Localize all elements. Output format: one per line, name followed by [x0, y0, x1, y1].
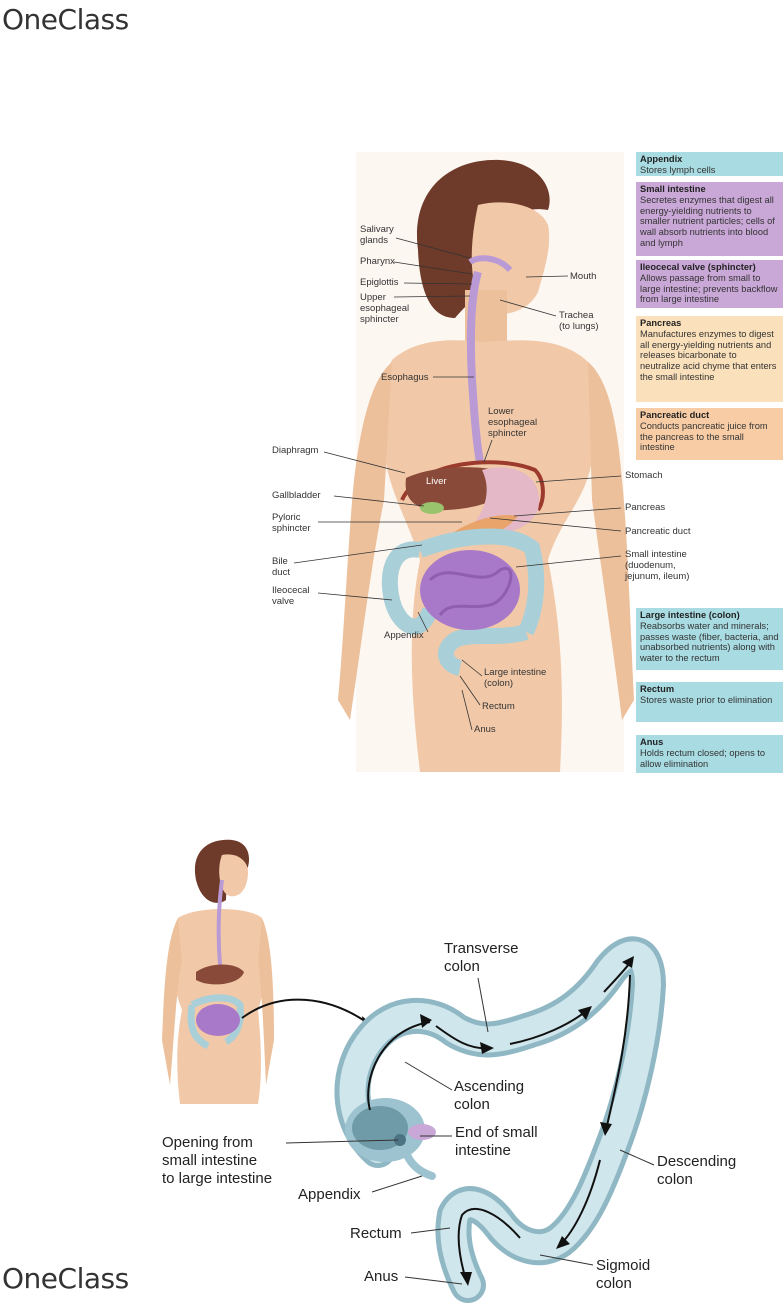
info-box-title: Ileocecal valve (sphincter)	[640, 262, 756, 272]
label-upper-esophageal-sphincter: Upper esophageal sphincter	[360, 292, 410, 325]
info-box-title: Large intestine (colon)	[640, 610, 740, 620]
label-diaphragm: Diaphragm	[272, 445, 319, 456]
info-box-small-intestine: Small intestine Secretes enzymes that di…	[636, 182, 783, 256]
info-box-anus: Anus Holds rectum closed; opens to allow…	[636, 735, 783, 773]
info-box-text: Conducts pancreatic juice from the pancr…	[640, 420, 768, 453]
info-box-text: Allows passage from small to large intes…	[640, 272, 778, 305]
label-bile-duct: Bile duct	[272, 556, 290, 578]
figure2-leader-lines	[285, 977, 655, 1285]
info-box-text: Holds rectum closed; opens to allow elim…	[640, 747, 766, 769]
label-ascending-colon: Ascending colon	[454, 1078, 525, 1113]
label-pharynx: Pharynx	[360, 256, 395, 267]
info-box-text: Reabsorbs water and minerals; passes was…	[640, 620, 779, 664]
label-pancreatic-duct: Pancreatic duct	[625, 526, 691, 537]
label-gallbladder: Gallbladder	[272, 490, 321, 501]
label-anus-colon: Anus	[364, 1268, 399, 1285]
info-box-ileocecal-valve: Ileocecal valve (sphincter) Allows passa…	[636, 260, 783, 308]
label-appendix-colon: Appendix	[298, 1186, 361, 1203]
label-lower-esophageal-sphincter: Lower esophageal sphincter	[488, 406, 538, 439]
info-box-text: Stores waste prior to elimination	[640, 694, 773, 705]
info-box-text: Manufactures enzymes to digest all energ…	[640, 328, 777, 382]
info-box-text: Secretes enzymes that digest all energy-…	[640, 194, 775, 248]
label-salivary-glands: Salivary glands	[360, 224, 394, 246]
label-rectum-colon: Rectum	[350, 1225, 402, 1242]
oneclass-logo: OneClass	[2, 1262, 129, 1295]
label-epiglottis: Epiglottis	[360, 277, 399, 288]
label-descending-colon: Descending colon	[657, 1153, 737, 1188]
label-ileocecal-valve: Ileocecal valve	[272, 585, 310, 607]
info-box-title: Appendix	[640, 154, 683, 164]
label-liver: Liver	[426, 476, 447, 487]
info-box-title: Small intestine	[640, 184, 706, 194]
label-sigmoid-colon: Sigmoid colon	[596, 1257, 651, 1292]
body-figure-small	[162, 839, 274, 1104]
oneclass-logo: OneClass	[2, 3, 129, 36]
label-opening-small-to-large: Opening from small intestine to large in…	[162, 1134, 273, 1187]
label-pancreas: Pancreas	[625, 502, 666, 513]
colon-illustration	[334, 936, 667, 1303]
label-large-intestine: Large intestine (colon)	[484, 667, 547, 689]
info-box-large-intestine: Large intestine (colon) Reabsorbs water …	[636, 608, 783, 670]
info-box-appendix: Appendix Stores lymph cells	[636, 152, 783, 176]
label-transverse-colon: Transverse colon	[444, 940, 519, 975]
info-box-text: Stores lymph cells	[640, 164, 716, 175]
label-stomach: Stomach	[625, 470, 663, 481]
label-esophagus: Esophagus	[381, 372, 429, 383]
label-appendix: Appendix	[384, 630, 424, 641]
figure1-leader-lines	[293, 237, 622, 731]
label-small-intestine: Small intestine (duodenum, jejunum, ileu…	[625, 549, 690, 582]
label-rectum: Rectum	[482, 701, 515, 712]
info-box-title: Rectum	[640, 684, 675, 694]
info-box-title: Pancreatic duct	[640, 410, 710, 420]
label-trachea: Trachea (to lungs)	[559, 310, 599, 332]
info-box-pancreatic-duct: Pancreatic duct Conducts pancreatic juic…	[636, 408, 783, 460]
info-box-title: Pancreas	[640, 318, 682, 328]
label-anus: Anus	[474, 724, 496, 735]
label-mouth: Mouth	[570, 271, 597, 282]
label-pyloric-sphincter: Pyloric sphincter	[272, 512, 311, 534]
info-box-rectum: Rectum Stores waste prior to elimination	[636, 682, 783, 722]
label-end-of-small-intestine: End of small intestine	[455, 1124, 538, 1159]
body-figure-large	[338, 152, 634, 772]
info-box-title: Anus	[640, 737, 664, 747]
info-box-pancreas: Pancreas Manufactures enzymes to digest …	[636, 316, 783, 402]
